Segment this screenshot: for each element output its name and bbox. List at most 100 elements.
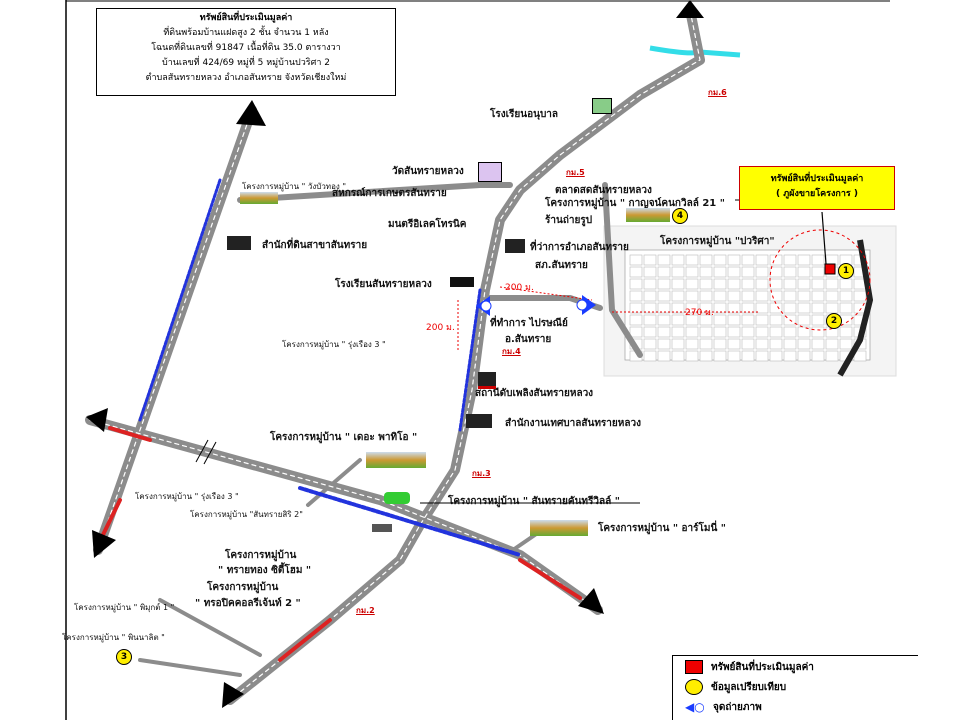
- plot-lot: [811, 290, 825, 302]
- plot-lot: [755, 350, 769, 362]
- plot-lot: [839, 278, 853, 290]
- legend-label: จุดถ่ายภาพ: [713, 701, 762, 713]
- school-icon: [592, 98, 612, 114]
- legend-item: ◀○จุดถ่ายภาพ: [685, 698, 918, 716]
- school-building-icon: [450, 277, 474, 287]
- plot-lot: [699, 254, 713, 266]
- pimuk-road: [158, 598, 262, 657]
- plot-lot: [769, 350, 783, 362]
- label-wat: วัดสันทรายหลวง: [392, 166, 464, 177]
- plot-lot: [755, 302, 769, 314]
- plot-lot: [769, 290, 783, 302]
- label-post-office-2: อ.สันทราย: [505, 334, 552, 345]
- label-countryville: โครงการหมู่บ้าน " สันทรายคันทรีวิลล์ ": [448, 496, 620, 507]
- info-line: ที่ดินพร้อมบ้านแฝดสูง 2 ชั้น จำนวน 1 หลั…: [163, 28, 329, 38]
- plot-lot: [685, 254, 699, 266]
- temple-icon: [478, 162, 502, 182]
- plot-lot: [811, 326, 825, 338]
- plot-lot: [825, 290, 839, 302]
- km-marker: กม.6: [708, 88, 727, 97]
- yellow-circle-icon: [685, 679, 703, 695]
- plot-lot: [797, 302, 811, 314]
- plot-lot: [839, 302, 853, 314]
- plot-lot: [741, 278, 755, 290]
- label-patio: โครงการหมู่บ้าน " เดอะ พาทิโอ ": [270, 432, 418, 443]
- label-municipality: สำนักงานเทศบาลสันทรายหลวง: [505, 418, 641, 429]
- plot-lot: [811, 278, 825, 290]
- photo-point-2-icon: [582, 295, 596, 315]
- comparable-pin-3: 3: [116, 649, 132, 665]
- label-police: สภ.สันทราย: [535, 260, 588, 271]
- plot-lot: [699, 278, 713, 290]
- plot-lot: [825, 350, 839, 362]
- callout-pointer: [821, 211, 827, 265]
- east-road: [602, 182, 643, 358]
- distance-label: 270 ม.: [685, 308, 714, 318]
- plot-lot: [629, 278, 643, 290]
- plot-lot: [671, 254, 685, 266]
- label-pimuk1: โครงการหมู่บ้าน " พิมุกต์ 1 ": [74, 603, 175, 612]
- distance-label: 200 ม.: [426, 323, 455, 333]
- plot-lot: [755, 314, 769, 326]
- label-kanchanawilla: โครงการหมู่บ้าน " กาญจน์คนกวิลล์ 21 ": [545, 198, 725, 209]
- plot-lot: [741, 338, 755, 350]
- plot-lot: [811, 254, 825, 266]
- plot-lot: [643, 290, 657, 302]
- plot-lot: [741, 302, 755, 314]
- plot-lot: [699, 266, 713, 278]
- comparable-pin-2: 2: [826, 313, 842, 329]
- plot-lot: [657, 326, 671, 338]
- plot-lot: [629, 302, 643, 314]
- plot-lot: [671, 314, 685, 326]
- label-post-office: ที่ทำการ ไปรษณีย์: [490, 318, 568, 329]
- arrow-west-icon: [86, 408, 108, 432]
- plot-lot: [657, 338, 671, 350]
- plot-lot: [839, 290, 853, 302]
- subject-property-marker: [824, 263, 836, 275]
- plot-lot: [699, 338, 713, 350]
- plot-lot: [699, 302, 713, 314]
- info-line: ตำบลสันทรายหลวง อำเภอสันทราย จังหวัดเชีย…: [145, 73, 347, 83]
- plot-lot: [685, 278, 699, 290]
- inset-title: โครงการหมู่บ้าน "ปวริศา": [660, 236, 775, 247]
- label-sansiri2: โครงการหมู่บ้าน "สันทรายสิริ 2": [190, 510, 303, 519]
- plot-lot: [657, 278, 671, 290]
- km-marker: กม.4: [502, 347, 521, 356]
- arrow-north-icon: [676, 0, 704, 18]
- plot-lot: [671, 302, 685, 314]
- plot-lot: [685, 302, 699, 314]
- plot-lot: [643, 314, 657, 326]
- subject-area-circle: [769, 229, 871, 331]
- plot-lot: [769, 326, 783, 338]
- label-land-office: สำนักที่ดินสาขาสันทราย: [262, 240, 368, 251]
- plot-lot: [727, 350, 741, 362]
- info-line: โฉนดที่ดินเลขที่ 91847 เนื้อที่ดิน 35.0 …: [151, 43, 341, 53]
- legend: ทรัพย์สินที่ประเมินมูลค่า ข้อมูลเปรียบเท…: [672, 655, 918, 720]
- land-office-icon: [227, 236, 251, 250]
- plot-lot: [783, 266, 797, 278]
- village-kanchana-icon: [626, 208, 670, 222]
- plot-lot: [825, 278, 839, 290]
- plot-lot: [699, 326, 713, 338]
- plot-lot: [657, 302, 671, 314]
- fire-station-icon: [478, 372, 496, 389]
- plot-lot: [657, 350, 671, 362]
- plot-lot: [755, 278, 769, 290]
- village-countryville-icon: [384, 492, 410, 504]
- plot-lot: [783, 350, 797, 362]
- plot-lot: [797, 290, 811, 302]
- plot-lot: [657, 254, 671, 266]
- plot-lot: [811, 302, 825, 314]
- plot-lot: [741, 290, 755, 302]
- municipality-icon: [466, 414, 492, 428]
- district-office-icon: [505, 239, 525, 253]
- plot-lot: [727, 326, 741, 338]
- village-patio-icon: [366, 452, 426, 468]
- info-line: บ้านเลขที่ 424/69 หมู่ที่ 5 หมู่บ้านปวริ…: [162, 58, 330, 68]
- plot-lot: [629, 314, 643, 326]
- label-pinnarit: โครงการหมู่บ้าน " พินนาลิต ": [62, 633, 165, 642]
- plot-lot: [629, 290, 643, 302]
- plot-lot: [783, 338, 797, 350]
